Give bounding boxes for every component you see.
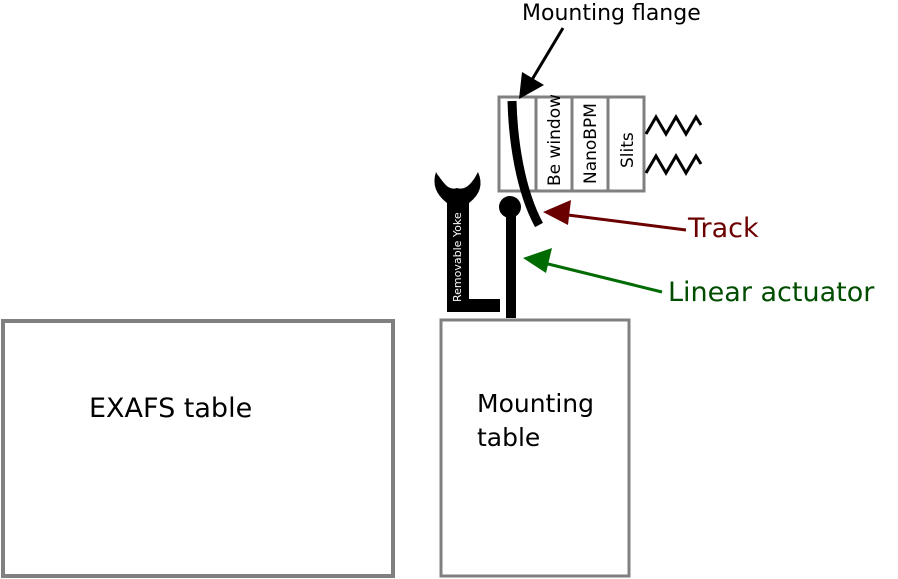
mounting-table-label-line1: Mounting: [477, 389, 594, 418]
linear-actuator-arrowhead: [523, 248, 552, 273]
linear-actuator-knob: [499, 196, 521, 218]
track-rail: [507, 100, 543, 228]
mounting-table: Mounting table: [439, 318, 631, 578]
be-window-label: Be window: [545, 94, 565, 186]
mounting-flange-arrowhead: [519, 72, 544, 99]
mounting-table-label-line2: table: [477, 423, 540, 452]
removable-yoke-fork: [434, 172, 481, 203]
removable-yoke-label: Removable Yoke: [451, 212, 464, 302]
track-callout: Track: [543, 200, 759, 244]
exafs-table: EXAFS table: [1, 319, 395, 578]
mounting-flange-callout: Mounting flange: [519, 1, 701, 99]
nanobpm-label: NanoBPM: [581, 103, 601, 184]
beam-zigzag-icon: [644, 114, 703, 176]
linear-actuator-label: Linear actuator: [668, 277, 875, 308]
linear-actuator-arrow-shaft: [539, 260, 663, 294]
component-stack: Be window NanoBPM Slits: [497, 94, 646, 193]
track-label: Track: [687, 213, 759, 244]
linear-actuator: [499, 196, 521, 318]
slits-box: [606, 95, 646, 193]
track-arrowhead: [543, 200, 571, 225]
removable-yoke-body: [438, 175, 500, 312]
exafs-table-label: EXAFS table: [89, 393, 252, 424]
mounting-table-box: [439, 318, 631, 578]
removable-yoke: Removable Yoke: [434, 172, 500, 312]
track-arrow-shaft: [559, 212, 687, 232]
linear-actuator-callout: Linear actuator: [523, 248, 875, 308]
slits-label: Slits: [618, 132, 638, 168]
mounting-flange-label: Mounting flange: [522, 1, 701, 26]
exafs-table-box: [1, 319, 395, 578]
mounting-flange-arrow-shaft: [525, 27, 565, 89]
